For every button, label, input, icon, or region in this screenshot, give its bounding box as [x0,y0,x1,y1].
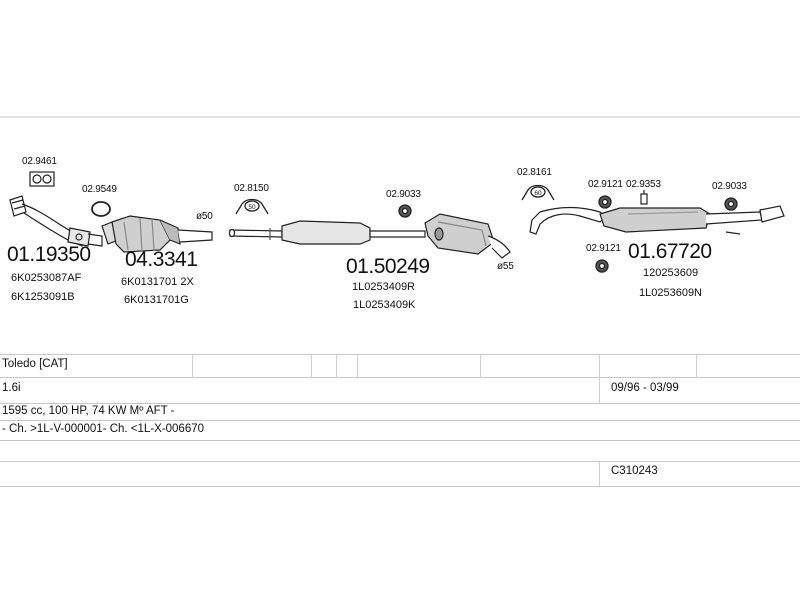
vehicle-model: Toledo [CAT] [2,358,68,370]
ring-02-9549-drawing [91,201,111,217]
table-divider [480,355,481,377]
part-ref-3a: 1L0253409R [352,281,416,293]
table-divider [311,355,312,377]
hanger-02-9033-left-drawing [398,204,412,218]
table-divider [599,355,600,377]
diameter-label-50: ø50 [196,211,213,222]
table-divider [599,462,600,486]
hanger-02-9121-lower-drawing [595,259,609,273]
accessory-label-02-9121-top: 02.9121 [588,179,623,190]
vehicle-years: 09/96 - 03/99 [611,382,679,394]
table-rule [0,403,800,404]
part-ref-2b: 6K0131701G [124,294,189,306]
gasket-02-9461-drawing [29,171,55,187]
accessory-label-02-9549: 02.9549 [82,184,117,195]
front-pipe-drawing [9,195,103,247]
clamp-02-8161-drawing [521,184,555,201]
table-divider [192,355,193,377]
accessory-label-02-9121-lower: 02.9121 [586,243,621,254]
catalytic-converter-drawing [101,215,213,253]
accessory-label-02-8150: 02.8150 [234,183,269,194]
hanger-02-9121-top-drawing [598,195,612,209]
clamp-label-50: 50 [248,204,256,211]
part-number-01-67720: 01.67720 [628,240,712,263]
clamp-label-60: 60 [534,190,542,197]
accessory-label-02-9033-right: 02.9033 [712,181,747,192]
part-ref-1a: 6K0253087AF [11,272,82,284]
part-ref-2a: 6K0131701 2X [121,276,194,288]
vehicle-specs: 1595 cc, 100 HP, 74 KW Mº AFT - [2,405,175,417]
accessory-label-02-9461: 02.9461 [22,156,57,167]
table-rule [0,420,800,421]
part-number-04-3341: 04.3341 [125,248,198,271]
center-silencer-drawing [228,220,426,245]
clamp-02-8150-drawing [235,198,269,215]
part-number-01-19350: 01.19350 [7,243,91,266]
tailpipe-bit [725,231,741,235]
part-ref-1b: 6K1253091B [11,291,75,303]
part-ref-3b: 1L0253409K [353,299,416,311]
exhaust-system-diagram: 50 60 [0,116,800,273]
table-rule [0,440,800,441]
part-number-01-50249: 01.50249 [346,255,430,278]
table-rule [0,354,800,355]
rear-silencer-drawing [529,205,785,235]
catalog-code: C310243 [611,465,658,477]
table-divider [599,378,600,403]
vehicle-engine: 1.6i [2,382,21,394]
table-rule [0,377,800,378]
accessory-label-02-9353: 02.9353 [626,179,661,190]
diameter-label-55: ø55 [497,261,514,272]
part-ref-4b: 1L0253609N [639,287,703,299]
table-divider [336,355,337,377]
table-rule [0,461,800,462]
table-rule [0,486,800,487]
table-divider [696,355,697,377]
part-ref-4a: 120253609 [643,267,699,279]
accessory-label-02-9033-left: 02.9033 [386,189,421,200]
hanger-02-9033-right-drawing [724,197,738,211]
vehicle-chassis: - Ch. >1L-V-000001- Ch. <1L-X-006670 [2,423,205,435]
accessory-label-02-8161: 02.8161 [517,167,552,178]
bracket-02-9353-drawing [640,190,648,205]
center-box-drawing [424,213,511,259]
table-divider [357,355,358,377]
